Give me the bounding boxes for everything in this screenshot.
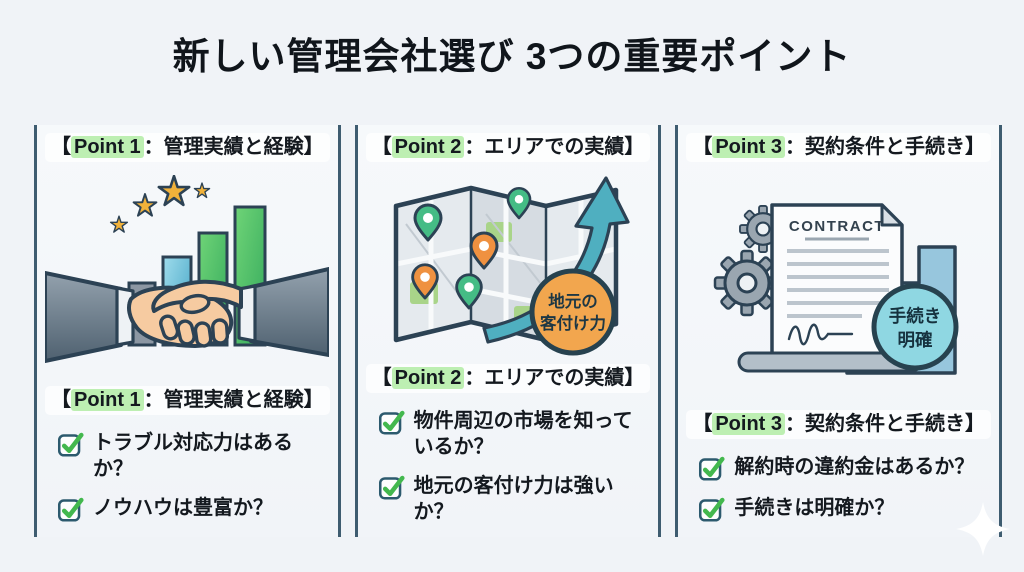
- point-2-highlight: Point 2: [391, 367, 465, 389]
- check-item: 手続きは明確か？: [698, 495, 989, 523]
- point-1-illustration: [45, 164, 330, 384]
- point-1-highlight: Point 1: [71, 136, 144, 158]
- handshake-growth-illustration: [45, 175, 330, 363]
- checkbox-checked-icon: [378, 410, 405, 435]
- check-item: 解約時の違約金はあるか？: [698, 454, 989, 482]
- bracket-open: 【: [51, 389, 71, 411]
- check-item: ノウハウは豊富か？: [57, 495, 328, 523]
- check-item-label: トラブル対応力はあるか？: [93, 432, 293, 480]
- bracket-close: 】: [624, 136, 645, 158]
- points-columns: 【Point 1：管理実績と経験】: [34, 125, 1003, 537]
- signature-icon: [787, 323, 853, 346]
- location-pin-icon: [411, 186, 532, 310]
- contract-steps-illustration: CONTRACT: [713, 203, 959, 375]
- point-1-checklist: トラブル対応力はあるか？ ノウハウは豊富か？: [45, 415, 330, 527]
- bracket-open: 【: [371, 136, 392, 158]
- checkbox-checked-icon: [378, 475, 405, 500]
- checkbox-checked-icon: [699, 497, 725, 522]
- bracket-close: 】: [965, 413, 986, 435]
- point-2-highlight: Point 2: [391, 136, 465, 158]
- point-1-highlight: Point 1: [71, 389, 144, 411]
- svg-text:明確: 明確: [897, 330, 932, 350]
- check-item: 地元の客付け力は強いか？: [378, 473, 649, 525]
- point-3-topic: 契約条件と手続き: [805, 413, 966, 435]
- sparkle-icon: [956, 502, 1010, 561]
- point-2-topic: エリアでの実績: [484, 367, 625, 389]
- bracket-open: 【: [371, 367, 392, 389]
- svg-text:手続き: 手続き: [888, 306, 941, 326]
- check-item: 物件周辺の市場を知っているか？: [378, 408, 649, 460]
- check-item-label: 物件周辺の市場を知っているか？: [413, 410, 633, 458]
- page-title: 新しい管理会社選び 3つの重要ポイント: [172, 36, 852, 77]
- colon: ：: [785, 136, 806, 158]
- colon: ：: [143, 136, 164, 158]
- checkbox-checked-icon: [57, 432, 84, 457]
- area-map-illustration: 地元の 客付け力: [393, 176, 630, 356]
- svg-text:客付け力: 客付け力: [539, 313, 606, 333]
- point-3-illustration: CONTRACT: [697, 164, 981, 408]
- column-point-3: 【Point 3：契約条件と手続き】: [675, 125, 1003, 537]
- point-3-header-top: 【Point 3：契約条件と手続き】: [686, 133, 992, 162]
- colon: ：: [143, 389, 164, 411]
- point-3-highlight: Point 3: [712, 413, 786, 435]
- colon: ：: [785, 413, 806, 435]
- check-item: トラブル対応力はあるか？: [57, 430, 328, 482]
- check-item-label: 手続きは明確か？: [734, 497, 895, 519]
- point-2-illustration: 地元の 客付け力: [366, 164, 650, 362]
- bracket-open: 【: [692, 413, 713, 435]
- handshake-icon: [45, 267, 330, 363]
- bracket-open: 【: [51, 136, 71, 158]
- point-3-header-bottom: 【Point 3：契約条件と手続き】: [686, 410, 992, 439]
- check-item-label: 地元の客付け力は強いか？: [413, 475, 614, 523]
- badge-clear-procedures: 手続き 明確: [871, 283, 959, 371]
- point-2-topic: エリアでの実績: [484, 136, 625, 158]
- point-1-topic: 管理実績と経験: [163, 389, 304, 411]
- point-3-topic: 契約条件と手続き: [805, 136, 966, 158]
- column-point-2: 【Point 2：エリアでの実績】: [354, 125, 662, 537]
- checkbox-checked-icon: [699, 456, 725, 481]
- point-3-checklist: 解約時の違約金はあるか？ 手続きは明確か？: [686, 439, 991, 527]
- colon: ：: [464, 367, 485, 389]
- bracket-close: 】: [624, 367, 645, 389]
- stars-icon: [110, 175, 211, 233]
- point-1-header-top: 【Point 1：管理実績と経験】: [45, 133, 330, 162]
- point-1-header-bottom: 【Point 1：管理実績と経験】: [45, 386, 330, 415]
- point-2-header-bottom: 【Point 2：エリアでの実績】: [365, 364, 651, 393]
- bracket-close: 】: [303, 136, 324, 158]
- bracket-close: 】: [965, 136, 986, 158]
- svg-text:地元の: 地元の: [548, 291, 598, 311]
- bracket-open: 【: [692, 136, 713, 158]
- contract-document-icon: CONTRACT: [737, 203, 923, 373]
- bracket-close: 】: [303, 389, 324, 411]
- svg-text:CONTRACT: CONTRACT: [789, 218, 885, 235]
- checkbox-checked-icon: [57, 497, 84, 522]
- badge-local-leasing-power: 地元の 客付け力: [529, 268, 617, 356]
- column-point-1: 【Point 1：管理実績と経験】: [34, 125, 341, 537]
- point-2-header-top: 【Point 2：エリアでの実績】: [365, 133, 651, 162]
- point-3-highlight: Point 3: [712, 136, 786, 158]
- colon: ：: [464, 136, 485, 158]
- check-item-label: ノウハウは豊富か？: [93, 497, 273, 519]
- point-2-checklist: 物件周辺の市場を知っているか？ 地元の客付け力は強いか？: [366, 393, 651, 529]
- point-1-topic: 管理実績と経験: [163, 136, 304, 158]
- check-item-label: 解約時の違約金はあるか？: [734, 456, 975, 478]
